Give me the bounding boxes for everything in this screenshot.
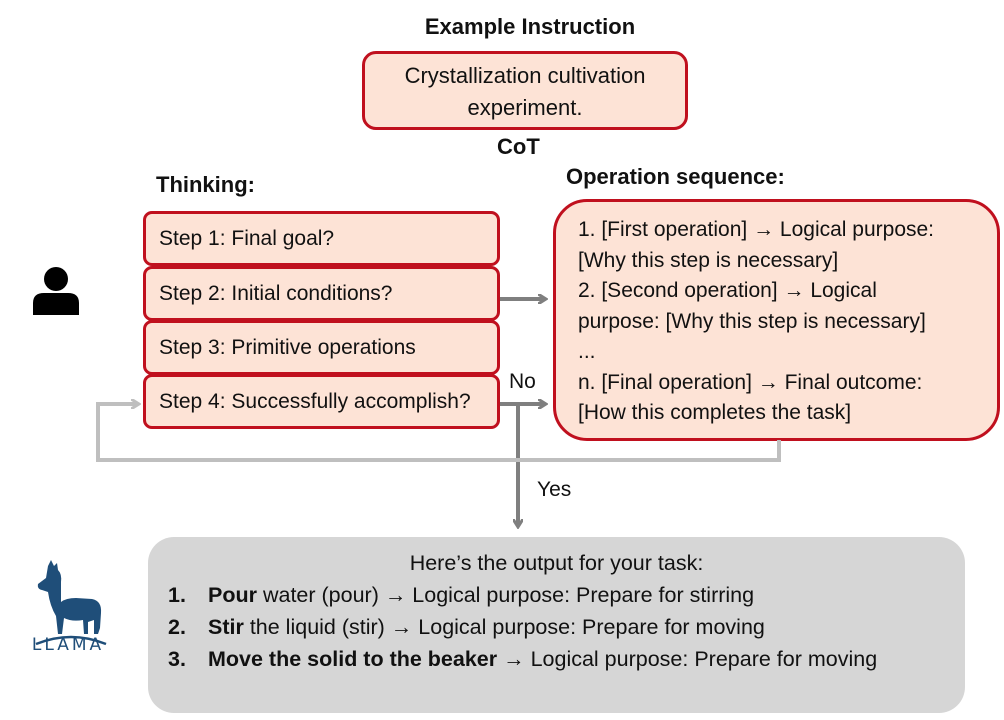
- output-item-number: 2.: [168, 615, 186, 639]
- arrow-feedback-loop: [96, 404, 781, 462]
- operation-line: [Why this step is necessary]: [578, 248, 839, 272]
- operation-line: purpose: [Why this step is necessary]: [578, 309, 926, 333]
- branch-yes-label: Yes: [537, 478, 572, 501]
- output-item-number: 1.: [168, 583, 186, 607]
- thinking-step-3: Step 3: Primitive operations: [143, 320, 500, 375]
- page-title: Example Instruction: [424, 14, 636, 39]
- output-item: 2. Stir the liquid (stir) → Logical purp…: [148, 611, 965, 643]
- operation-line: [How this completes the task]: [578, 401, 852, 424]
- output-heading: Here’s the output for your task:: [409, 551, 704, 575]
- operation-line: n. [Final operation] → Final outcome:: [578, 370, 923, 394]
- person-icon: [33, 267, 79, 315]
- output-item-action: Pour: [208, 583, 257, 607]
- output-item-text: the liquid (stir) → Logical purpose: Pre…: [243, 615, 765, 639]
- thinking-step-2: Step 2: Initial conditions?: [143, 266, 500, 321]
- operation-line: ...: [578, 340, 596, 363]
- operation-line: 2. [Second operation] → Logical: [578, 279, 877, 302]
- output-item-number: 3.: [168, 647, 186, 671]
- operation-sequence-box: 1. [First operation] → Logical purpose: …: [553, 199, 1000, 441]
- operation-line: 1. [First operation] → Logical purpose:: [578, 218, 935, 241]
- thinking-step-4: Step 4: Successfully accomplish?: [143, 374, 500, 429]
- output-item: 1. Pour water (pour) → Logical purpose: …: [148, 579, 965, 611]
- operation-sequence-heading: Operation sequence:: [566, 164, 785, 189]
- thinking-step-1: Step 1: Final goal?: [143, 211, 500, 266]
- output-item-text: → Logical purpose: Prepare for moving: [497, 647, 878, 671]
- cot-label: CoT: [497, 134, 540, 159]
- branch-no-label: No: [509, 370, 536, 393]
- instruction-line-1: Crystallization cultivation: [404, 63, 646, 88]
- output-item-text: water (pour) → Logical purpose: Prepare …: [256, 583, 755, 607]
- llama-logo-icon: [35, 560, 107, 646]
- output-list: 1. Pour water (pour) → Logical purpose: …: [148, 579, 965, 675]
- output-box: Here’s the output for your task: 1. Pour…: [148, 537, 965, 713]
- thinking-heading: Thinking:: [156, 172, 255, 197]
- llama-logo-text: LLAMA: [31, 635, 105, 655]
- output-item: 3. Move the solid to the beaker → Logica…: [148, 643, 965, 675]
- instruction-line-2: experiment.: [467, 95, 583, 120]
- output-item-action: Stir: [208, 615, 244, 639]
- instruction-box: Crystallization cultivation experiment.: [362, 51, 688, 130]
- output-item-action: Move the solid to the beaker: [208, 647, 498, 671]
